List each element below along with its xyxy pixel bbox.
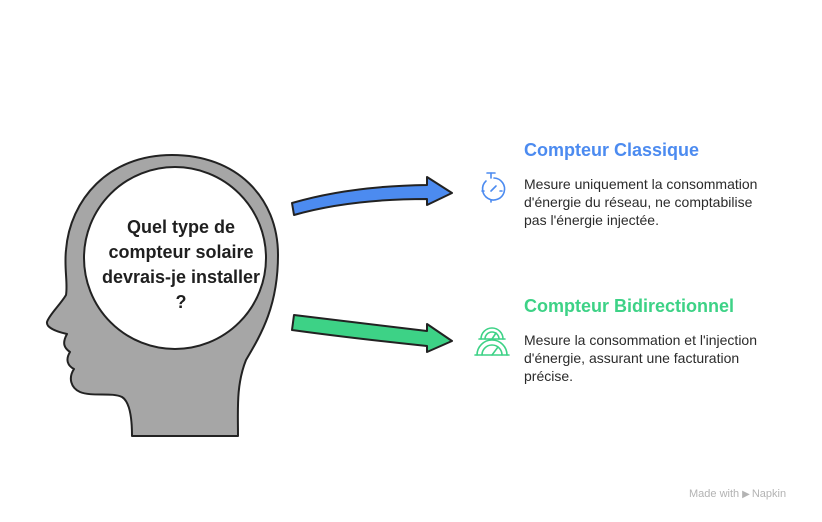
watermark-brand: Napkin (751, 488, 787, 500)
option-description-bidirectionnel: Mesure la consommation et l'injection d'… (524, 332, 758, 384)
arrow-to-classique (291, 176, 453, 216)
option-description-classique: Mesure uniquement la consommation d'éner… (524, 176, 758, 228)
gauge-icon (481, 172, 506, 203)
napkin-logo-icon: ▶ (742, 489, 750, 500)
arrow-to-bidirectionnel (291, 314, 453, 353)
watermark: Made with▶Napkin (689, 488, 786, 500)
option-title-classique: Compteur Classique (524, 140, 700, 160)
option-title-bidirectionnel: Compteur Bidirectionnel (524, 296, 735, 316)
central-question: Quel type de compteur solaire devrais-je… (101, 217, 261, 312)
dual-gauge-icon (474, 327, 510, 356)
watermark-made-with: Made with (689, 488, 740, 500)
thought-circle (83, 166, 267, 350)
